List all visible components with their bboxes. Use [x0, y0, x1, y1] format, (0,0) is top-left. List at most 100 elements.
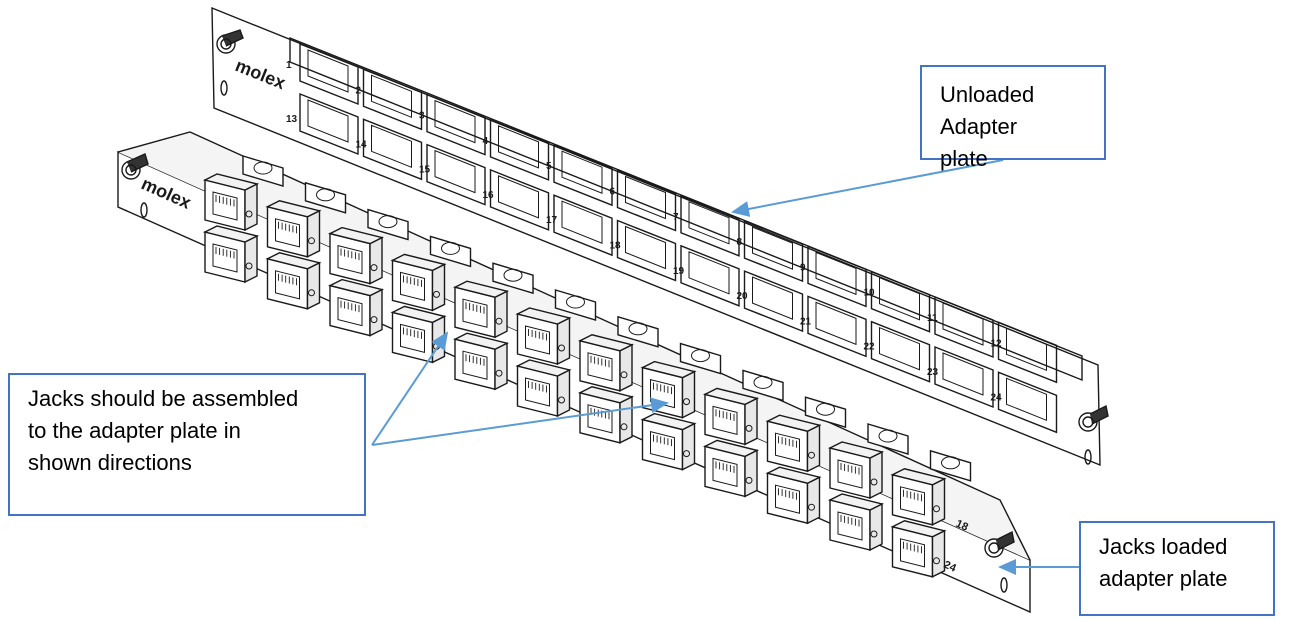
- unloaded-port-cutout: [807, 245, 867, 308]
- keystone-jack: [577, 386, 635, 444]
- unloaded-port-number: 14: [356, 139, 368, 150]
- jack-rear-cap: [742, 369, 784, 402]
- unloaded-port-number: 15: [419, 165, 431, 176]
- unloaded-port-number: 9: [800, 262, 806, 273]
- keystone-jack: [265, 200, 322, 258]
- keystone-jack: [827, 441, 885, 500]
- loaded-left-slot: [140, 202, 148, 218]
- jack-rear-cap: [429, 235, 472, 268]
- loaded-right-screw: [984, 530, 1015, 558]
- keystone-jack: [390, 253, 447, 312]
- keystone-jack: [515, 359, 572, 418]
- keystone-jack: [640, 412, 697, 471]
- keystone-jack: [765, 466, 822, 525]
- jack-rear-cap: [867, 423, 909, 455]
- unloaded-port-number: 1: [286, 60, 292, 71]
- jack-rear-cap: [242, 155, 284, 187]
- jack-rear-cap: [492, 262, 534, 295]
- jack-rear-cap: [367, 208, 409, 241]
- keystone-jack: [827, 493, 885, 552]
- unloaded-port-cutout: [934, 345, 994, 409]
- unloaded-port-cutout: [489, 168, 550, 231]
- keystone-jack: [390, 305, 447, 364]
- unloaded-port-number: 7: [673, 212, 679, 223]
- unloaded-left-screw: [216, 29, 244, 54]
- arrow-jack-direction-1: [371, 331, 449, 446]
- keystone-jack: [452, 332, 510, 391]
- callout-unloaded-plate: Unloaded Adapter plate: [920, 65, 1106, 171]
- loaded-adapter-plate: molex 18 24: [117, 131, 1031, 614]
- unloaded-left-slot: [220, 80, 228, 96]
- unloaded-port-cutout: [362, 68, 423, 131]
- arrow-jack-direction-2: [371, 397, 669, 446]
- jack-rear-cap: [804, 396, 847, 429]
- unloaded-port-number: 4: [483, 136, 489, 147]
- keystone-jack: [327, 278, 385, 337]
- unloaded-port-number: 11: [927, 313, 938, 324]
- unloaded-port-number: 18: [610, 241, 622, 252]
- unloaded-port-cutout: [807, 295, 867, 358]
- unloaded-port-number: 23: [927, 367, 939, 378]
- keystone-jacks: [202, 155, 972, 578]
- unloaded-port-cutout: [299, 92, 359, 156]
- unloaded-port-number: 16: [483, 190, 495, 201]
- unloaded-port-number: 17: [546, 215, 558, 226]
- loaded-left-screw: [121, 153, 149, 180]
- unloaded-adapter-plate: molex 1132143154165176187198209211022112…: [211, 6, 1109, 467]
- unloaded-port-cutout: [870, 320, 931, 383]
- keystone-jack: [890, 468, 947, 526]
- unloaded-port-cutout: [743, 270, 804, 333]
- callout-loaded-plate: Jacks loaded adapter plate: [1079, 521, 1275, 616]
- jack-rear-cap: [554, 289, 597, 321]
- loaded-port-number-24: 24: [942, 559, 959, 575]
- loaded-port-number-18: 18: [954, 518, 970, 534]
- unloaded-port-number: 21: [800, 316, 812, 327]
- unloaded-port-number: 19: [673, 266, 685, 277]
- jack-rear-cap: [617, 315, 659, 348]
- unloaded-port-number: 24: [991, 392, 1003, 403]
- unloaded-port-number: 5: [546, 161, 552, 172]
- unloaded-port-cutout: [616, 169, 677, 232]
- unloaded-port-cutout: [870, 270, 931, 333]
- keystone-jack: [265, 252, 322, 310]
- unloaded-port-cutout: [426, 143, 486, 206]
- jack-rear-cap: [679, 342, 722, 375]
- keystone-jack: [890, 520, 947, 578]
- keystone-jack: [702, 439, 760, 498]
- unloaded-port-cutouts: [299, 42, 1058, 434]
- unloaded-port-number: 22: [864, 342, 876, 353]
- unloaded-port-cutout: [743, 220, 804, 283]
- unloaded-port-number: 10: [864, 288, 876, 299]
- keystone-jack: [577, 334, 635, 392]
- unloaded-port-cutout: [616, 219, 677, 282]
- unloaded-port-cutout: [680, 244, 740, 307]
- unloaded-port-cutout: [553, 144, 613, 207]
- callout-jack-assembly: Jacks should be assembled to the adapter…: [8, 373, 366, 516]
- jack-rear-cap: [929, 449, 972, 482]
- unloaded-port-cutout: [362, 118, 423, 181]
- callout-arrows: [371, 159, 1079, 575]
- unloaded-port-cutout: [553, 194, 613, 257]
- keystone-jack: [202, 225, 260, 284]
- keystone-jack: [702, 387, 760, 446]
- keystone-jack: [640, 360, 697, 419]
- unloaded-port-number: 20: [737, 291, 749, 302]
- arrow-unloaded-plate: [731, 159, 1004, 217]
- unloaded-port-cutout: [997, 371, 1058, 434]
- unloaded-port-cutout: [299, 42, 359, 106]
- keystone-jack: [202, 173, 260, 232]
- unloaded-port-number: 6: [610, 187, 616, 198]
- jack-rear-cap: [304, 181, 347, 214]
- unloaded-port-number: 13: [286, 114, 298, 125]
- loaded-right-slot: [1000, 577, 1008, 593]
- unloaded-port-number: 2: [356, 85, 362, 96]
- unloaded-port-number: 8: [737, 237, 743, 248]
- keystone-jack: [452, 280, 510, 339]
- unloaded-right-screw: [1078, 404, 1109, 432]
- unloaded-port-cutout: [680, 194, 740, 257]
- unloaded-port-number: 3: [419, 111, 425, 122]
- unloaded-right-slot: [1084, 449, 1092, 465]
